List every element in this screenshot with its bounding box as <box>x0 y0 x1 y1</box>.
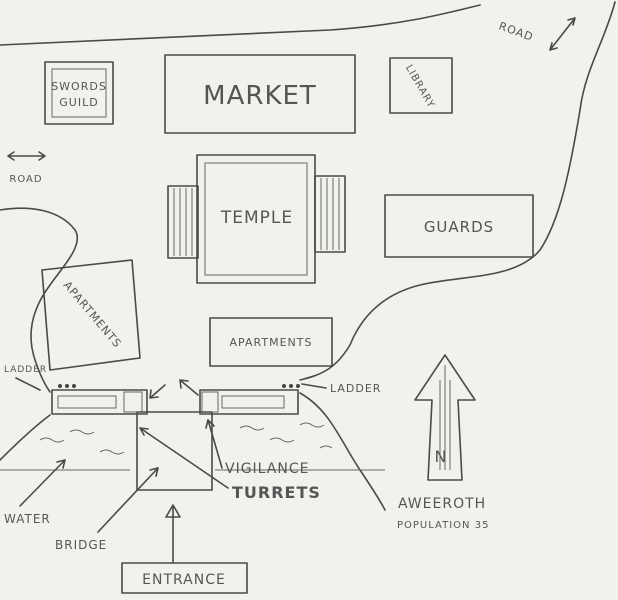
water-arrow-icon <box>19 459 66 507</box>
market-building: MARKET <box>164 54 356 134</box>
town-name: AWEEROTH <box>398 496 486 512</box>
turret-arrow-left-icon <box>149 384 166 399</box>
ladder-left-pointer <box>15 377 41 391</box>
apartments-center-label: APARTMENTS <box>230 336 313 349</box>
entrance: ENTRANCE <box>121 504 248 594</box>
population-label: POPULATION 35 <box>397 520 489 531</box>
swords-guild-building: SWORDS GUILD <box>44 61 114 125</box>
bridge-label: BRIDGE <box>55 538 107 552</box>
turret-arrow-right-icon <box>179 379 199 396</box>
temple-stair-hatching <box>173 178 340 256</box>
temple-label: TEMPLE <box>220 208 293 228</box>
water-label: WATER <box>4 512 51 526</box>
entrance-arrow-icon <box>165 504 181 563</box>
river-bank-right-lower <box>299 392 386 511</box>
road-left-label: ROAD <box>9 174 42 185</box>
water-waves <box>0 422 385 471</box>
entrance-label: ENTRANCE <box>142 572 226 588</box>
road-left-arrow-icon <box>7 151 46 161</box>
vigilance-pointer-icon <box>205 419 223 469</box>
bridge <box>136 411 213 491</box>
ladder-right-pointer <box>301 383 327 389</box>
swords-guild-label-2: GUILD <box>59 96 98 109</box>
road-left: ROAD <box>7 151 46 185</box>
right-wall-turret <box>199 384 300 415</box>
turrets-pointer-icon <box>139 427 229 489</box>
guards-building: GUARDS <box>384 194 534 258</box>
turrets-label: TURRETS <box>232 483 321 502</box>
north-label: N <box>435 447 448 466</box>
road-arrow-icon <box>549 17 576 51</box>
north-arrow-icon: N <box>414 354 476 481</box>
vigilance-label: VIGILANCE <box>225 461 309 477</box>
left-wall-turret <box>51 384 148 415</box>
bridge-arrow-icon <box>97 467 159 533</box>
market-label: MARKET <box>203 81 317 111</box>
ladder-right-label: LADDER <box>330 382 381 395</box>
swords-guild-label-1: SWORDS <box>51 80 107 93</box>
river-bank-right <box>299 1 616 381</box>
river-bank-left-lower <box>0 414 51 461</box>
ladder-left-label: LADDER <box>4 365 47 375</box>
road-edge-line <box>0 4 481 46</box>
river-bank-left <box>0 207 78 393</box>
guards-label: GUARDS <box>424 218 494 236</box>
temple-building: TEMPLE <box>167 154 346 284</box>
apartments-center-building: APARTMENTS <box>209 317 333 367</box>
